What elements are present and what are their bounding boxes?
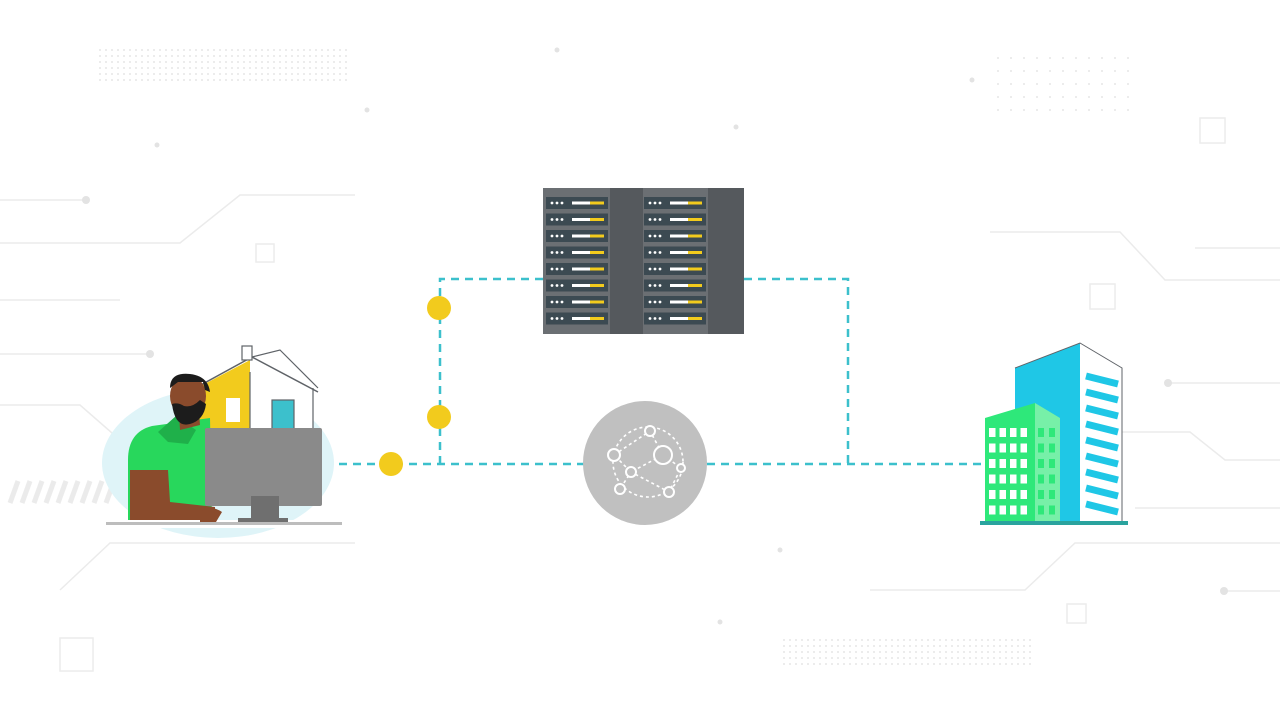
building-window: [1020, 428, 1027, 437]
building-window: [999, 474, 1006, 484]
building-window: [1038, 490, 1044, 499]
building-window-band: [1085, 420, 1119, 436]
building-window: [1038, 474, 1044, 484]
building-window: [1020, 474, 1027, 484]
traffic-marker: [427, 405, 451, 429]
server-unit: [546, 279, 608, 292]
building-window-band: [1085, 436, 1119, 452]
server-unit: [546, 213, 608, 226]
building-window-band: [1085, 484, 1119, 500]
building-window: [1010, 428, 1017, 437]
server-unit: [644, 296, 706, 308]
building-window: [1049, 428, 1055, 437]
building-window: [1020, 505, 1027, 515]
server-unit: [644, 279, 706, 292]
building-window: [1010, 505, 1017, 515]
building-window-band: [1085, 372, 1119, 388]
office-buildings-icon: [980, 342, 1128, 525]
person-icon: [128, 373, 215, 520]
traffic-marker: [379, 452, 403, 476]
building-window: [1020, 459, 1027, 468]
building-window: [999, 459, 1006, 468]
building-window: [1010, 459, 1017, 468]
building-window: [989, 443, 996, 453]
network-globe-icon: [583, 401, 707, 525]
traffic-markers: [379, 296, 451, 476]
building-window: [1038, 443, 1044, 453]
building-window: [999, 428, 1006, 437]
building-window: [999, 505, 1006, 515]
building-window: [1049, 505, 1055, 515]
server-unit: [546, 263, 608, 275]
link-data-center-to-office: [744, 277, 850, 464]
building-window-band: [1085, 468, 1119, 484]
server-unit: [546, 296, 608, 308]
dot-grid: [99, 49, 347, 81]
building-window: [999, 490, 1006, 499]
server-unit: [546, 197, 608, 209]
building-window: [1049, 443, 1055, 453]
building-window: [1020, 443, 1027, 453]
building-window: [1038, 505, 1044, 515]
background-decor: [0, 47, 1280, 672]
server-unit: [546, 230, 608, 242]
connection-lines: [325, 277, 985, 466]
building-window: [1010, 490, 1017, 499]
dot-grid: [783, 639, 1031, 665]
server-unit: [644, 213, 706, 226]
person-at-computer-home-icon: [102, 345, 342, 538]
building-window: [1010, 474, 1017, 484]
building-window: [989, 474, 996, 484]
circuit-nodes: [82, 47, 1228, 625]
server-unit: [644, 230, 706, 242]
building-window: [989, 505, 996, 515]
building-window-band: [1085, 452, 1119, 468]
building-window: [1010, 443, 1017, 453]
building-window-band: [1085, 388, 1119, 404]
server-unit: [644, 263, 706, 275]
hatch-stripes: [7, 480, 117, 504]
building-window: [1038, 459, 1044, 468]
decor-squares: [59, 117, 1226, 672]
building-window-band: [1085, 404, 1119, 420]
dot-grid-pattern: [99, 49, 1129, 665]
building-window: [989, 490, 996, 499]
server-unit: [546, 312, 608, 325]
server-unit: [644, 312, 706, 325]
building-window: [999, 443, 1006, 453]
server-unit: [644, 246, 706, 259]
dot-grid: [997, 57, 1129, 111]
traffic-marker: [427, 296, 451, 320]
building-window: [1049, 490, 1055, 499]
building-window: [1049, 474, 1055, 484]
link-worker-to-data-center: [438, 277, 543, 464]
building-window: [1038, 428, 1044, 437]
building-window: [989, 459, 996, 468]
building-window: [1020, 490, 1027, 499]
building-window: [989, 428, 996, 437]
building-window: [1049, 459, 1055, 468]
house-icon: [187, 345, 319, 431]
monitor-icon: [200, 428, 322, 524]
building-window-band: [1085, 500, 1119, 516]
server-unit: [644, 197, 706, 209]
server-racks-icon: [543, 188, 744, 334]
server-unit: [546, 246, 608, 259]
